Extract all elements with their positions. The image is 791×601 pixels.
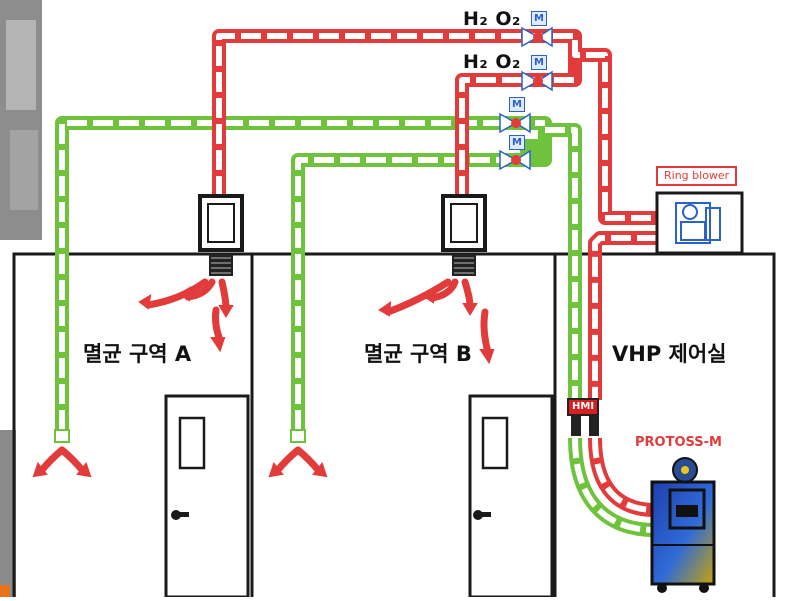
valve-return-1	[499, 112, 531, 134]
background-photo	[0, 0, 42, 597]
motor-badge-1: M	[531, 11, 547, 26]
flow-arrows	[32, 278, 495, 478]
door-room-b	[468, 394, 554, 599]
return-lines	[55, 116, 656, 537]
h2o2-label-2: H₂ O₂	[463, 51, 521, 73]
door-room-a	[164, 394, 250, 599]
nozzle-unit-b	[441, 194, 487, 276]
room-label-b: 멸균 구역 B	[364, 342, 472, 366]
motor-badge-4: M	[509, 135, 525, 150]
return-inlets	[54, 429, 306, 443]
generator-unit	[650, 457, 716, 593]
h2o2-label-1: H₂ O₂	[463, 8, 521, 30]
valve-h2o2-2	[521, 70, 553, 92]
nozzle-unit-a	[198, 194, 244, 276]
valve-h2o2-1	[521, 26, 553, 48]
hmi-label: HMI	[567, 398, 600, 416]
valve-return-2	[499, 149, 531, 171]
motor-badge-2: M	[531, 55, 547, 70]
generator-label: PROTOSS-M	[635, 435, 722, 450]
hmi-connectors	[571, 416, 599, 436]
supply-lines	[212, 29, 657, 517]
room-label-a: 멸균 구역 A	[83, 342, 192, 366]
room-label-control: VHP 제어실	[612, 342, 727, 366]
motor-badge-3: M	[509, 97, 525, 112]
ring-blower-label: Ring blower	[656, 166, 738, 186]
ring-blower	[655, 191, 744, 255]
